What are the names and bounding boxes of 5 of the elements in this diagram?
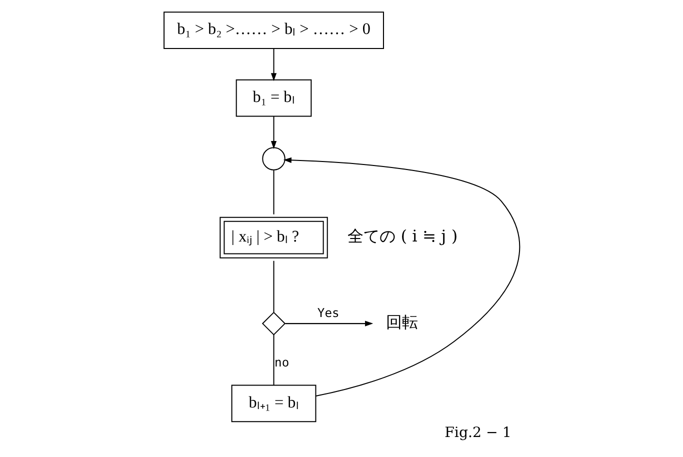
node-text: 回転 [386,312,418,332]
caption: Fig.2 − 1 [444,425,511,442]
edge-label: Yes [316,306,339,320]
node-label: 全ての ( i ≒ j ) [347,226,458,246]
edge-label: no [274,356,289,370]
